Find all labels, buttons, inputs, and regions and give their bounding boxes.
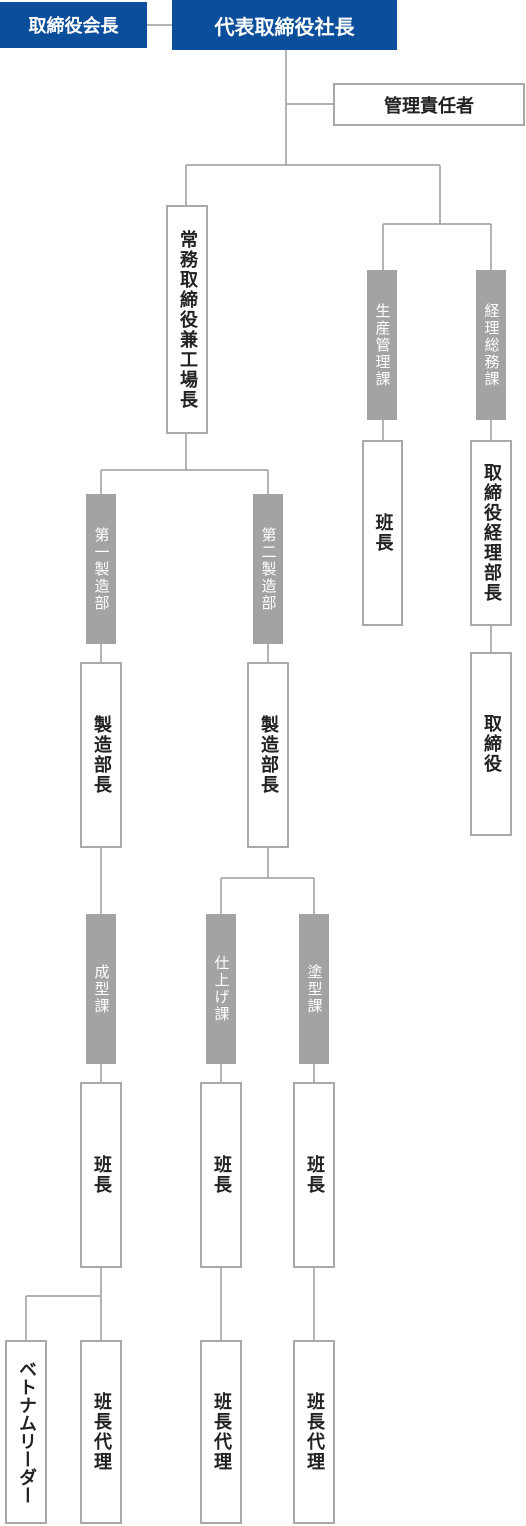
dept1-head-box: 製造部長 bbox=[80, 662, 122, 848]
production-control-section: 生産管理課 bbox=[367, 270, 397, 420]
dept1-section: 第一製造部 bbox=[86, 494, 116, 644]
finishing-deputy-box: 班長代理 bbox=[200, 1340, 242, 1524]
molding-deputy-box: 班長代理 bbox=[80, 1340, 122, 1524]
production-control-leader-box: 班長 bbox=[362, 440, 403, 626]
director-box: 常務取締役兼工場長 bbox=[166, 205, 208, 434]
painting-deputy-box: 班長代理 bbox=[293, 1340, 335, 1524]
dept2-head-box: 製造部長 bbox=[247, 662, 289, 848]
accounting-section: 経理総務課 bbox=[476, 270, 506, 420]
finishing-leader-box: 班長 bbox=[200, 1082, 242, 1268]
president-box: 代表取締役社長 bbox=[172, 0, 397, 50]
finishing-section: 仕上げ課 bbox=[206, 914, 236, 1064]
accounting-head-box: 取締役経理部長 bbox=[470, 440, 512, 626]
chairman-box: 取締役会長 bbox=[0, 2, 147, 48]
molding-leader-box: 班長 bbox=[80, 1082, 122, 1268]
painting-section: 塗型課 bbox=[299, 914, 329, 1064]
manager-box: 管理責任者 bbox=[333, 83, 525, 126]
dept2-section: 第二製造部 bbox=[253, 494, 283, 644]
vietnam-leader-box: ベトナムリーダー bbox=[5, 1340, 47, 1524]
molding-section: 成型課 bbox=[86, 914, 116, 1064]
accounting-director-box: 取締役 bbox=[470, 652, 512, 836]
painting-leader-box: 班長 bbox=[293, 1082, 335, 1268]
